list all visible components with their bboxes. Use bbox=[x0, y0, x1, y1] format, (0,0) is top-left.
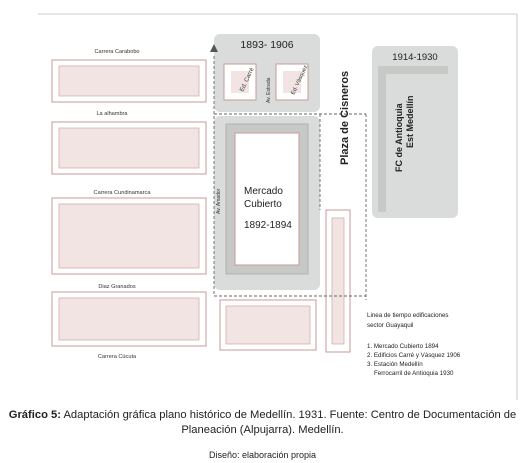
street-label-cucuta: Carrera Cúcuta bbox=[98, 354, 137, 360]
zone-estacion bbox=[372, 46, 458, 218]
street-label-cundinamarca: Carrera Cundinamarca bbox=[94, 190, 152, 196]
caption-text: Adaptación gráfica plano histórico de Me… bbox=[60, 409, 517, 436]
street-label-av-amador: Av. Amador bbox=[216, 188, 222, 214]
building-ed-carre bbox=[223, 63, 257, 101]
mercado-name-line1: Mercado bbox=[244, 186, 283, 197]
street-label-alhambra: La alhambra bbox=[96, 111, 128, 117]
block-3 bbox=[51, 197, 207, 275]
building-mercado bbox=[225, 123, 309, 275]
period-edificios: 1893- 1906 bbox=[240, 39, 293, 51]
historic-map: Carrera Carabobo La alhambra Carrera Cun… bbox=[38, 13, 518, 400]
block-5 bbox=[219, 299, 317, 351]
arrow-up-icon bbox=[210, 44, 218, 52]
figure-caption: Gráfico 5: Adaptación gráfica plano hist… bbox=[4, 408, 521, 438]
building-ed-vasquez bbox=[275, 63, 309, 101]
legend-item-1: 1. Mercado Cubierto 1894 bbox=[367, 343, 439, 350]
fc-label-line1: FC de Antioquia bbox=[394, 102, 404, 172]
building-estacion bbox=[378, 66, 448, 212]
street-label-carabobo: Carrera Carabobo bbox=[94, 49, 139, 55]
mercado-period: 1892-1894 bbox=[244, 220, 292, 231]
legend-title-line1: Linea de tiempo edificaciones bbox=[367, 312, 449, 319]
legend-item-3: 3. Estación Medellín bbox=[367, 361, 423, 368]
caption-label: Gráfico 5: bbox=[8, 409, 61, 421]
block-6 bbox=[325, 209, 351, 353]
street-label-av-estrada: Av. Estrada bbox=[266, 77, 272, 103]
block-4 bbox=[51, 291, 207, 347]
block-1 bbox=[51, 59, 207, 103]
legend-item-4: Ferrocarril de Antioquia 1930 bbox=[374, 370, 454, 377]
street-label-diaz-granados: Diaz Granados bbox=[98, 284, 136, 290]
design-credit: Diseño: elaboración propia bbox=[208, 450, 317, 460]
legend-title-line2: sector Guayaquil bbox=[367, 322, 413, 329]
block-2 bbox=[51, 121, 207, 175]
period-estacion: 1914-1930 bbox=[392, 52, 437, 63]
mercado-name-line2: Cubierto bbox=[244, 199, 282, 210]
plaza-label: Plaza de Cisneros bbox=[339, 71, 351, 165]
legend-item-2: 2. Edificios Carré y Vásquez 1906 bbox=[367, 352, 461, 359]
fc-label-line2: Est Medellín bbox=[405, 95, 415, 148]
